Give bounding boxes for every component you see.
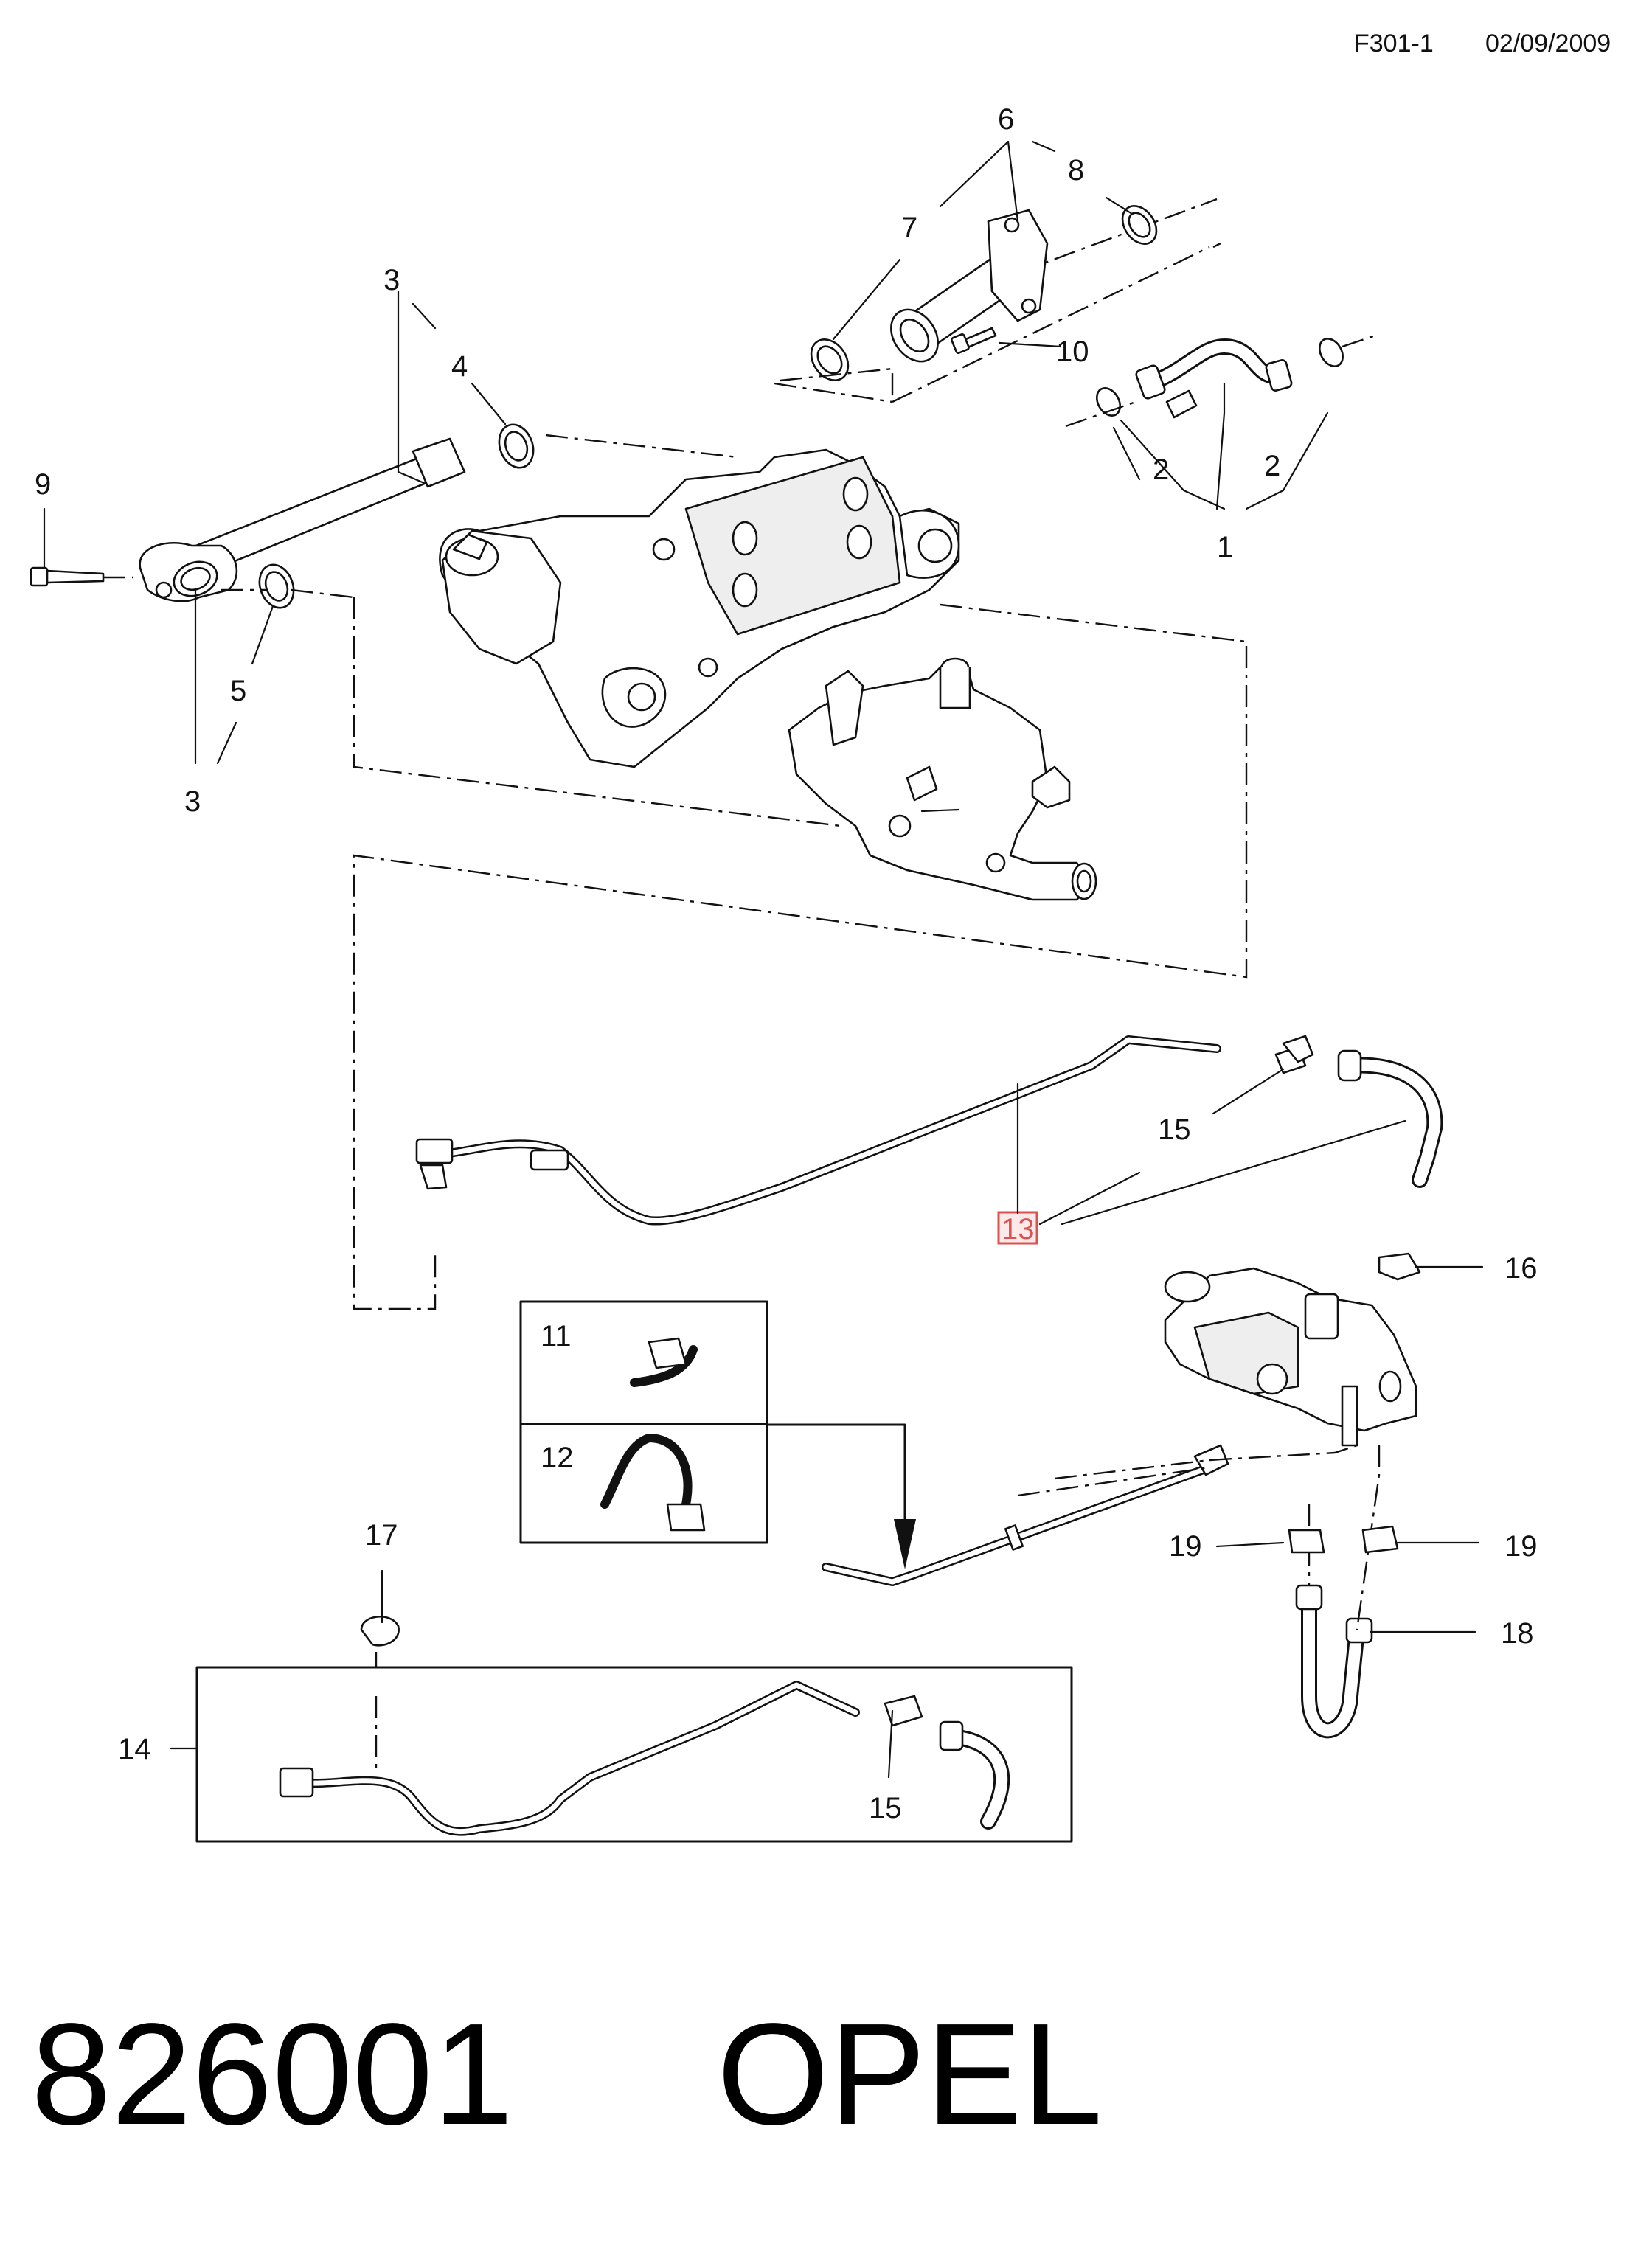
coolant-hose-1[interactable] [1135,338,1293,419]
callout-8[interactable]: 8 [1068,154,1084,187]
callout-14[interactable]: 14 [118,1733,151,1765]
callout-13-highlight[interactable] [997,1211,1038,1245]
hose-clip-19a[interactable] [1288,1529,1325,1554]
callout-13[interactable]: 13 [1002,1213,1035,1246]
seal-ring-5[interactable] [254,560,299,612]
callout-17[interactable]: 17 [365,1519,398,1552]
detail-inset-box [519,1300,768,1544]
thermostat-housing[interactable] [788,657,1097,901]
seal-ring-8[interactable] [1116,200,1164,251]
callout-15-top[interactable]: 15 [1158,1114,1191,1146]
callout-3-top[interactable]: 3 [384,264,400,296]
callout-15-bottom[interactable]: 15 [869,1792,902,1824]
callout-2-right[interactable]: 2 [1264,450,1280,482]
water-outlet-pipe[interactable] [774,198,1221,403]
callout-7[interactable]: 7 [901,212,917,244]
seal-ring-4[interactable] [493,420,539,472]
hose-detail-12[interactable] [600,1434,706,1532]
diagram-date: 02/09/2009 [1485,29,1611,58]
hose-assembly-13[interactable] [415,1035,1443,1226]
callout-19-left[interactable]: 19 [1169,1530,1202,1563]
leader-lines [43,140,1484,1779]
callout-6[interactable]: 6 [998,103,1014,136]
callout-18[interactable]: 18 [1501,1617,1534,1650]
clip-17[interactable] [360,1616,400,1647]
callout-12[interactable]: 12 [541,1442,574,1474]
clip-detail-11[interactable] [630,1337,698,1387]
coolant-pipe-3[interactable] [139,437,466,602]
brand-name: OPEL [717,1993,1103,2155]
hose-clip-15a[interactable] [1282,1035,1314,1063]
seal-ring-7[interactable] [804,333,856,387]
oil-cooler-housing[interactable] [439,448,960,768]
hose-clip-19b[interactable] [1361,1525,1399,1554]
callout-9[interactable]: 9 [35,468,51,501]
seal-ring-2b[interactable] [1315,335,1347,371]
valve-unit[interactable] [1164,1267,1417,1447]
hose-assembly-14-box[interactable] [195,1666,1073,1843]
bolt-9[interactable] [30,566,105,587]
hose-pipe-12[interactable] [822,1444,1229,1586]
seal-ring-2a[interactable] [1092,384,1125,420]
detail-pointer-arrow [894,1519,916,1569]
callout-2-left[interactable]: 2 [1153,454,1169,486]
part-number: 826001 [31,1993,513,2155]
callout-1[interactable]: 1 [1217,531,1233,563]
callout-4[interactable]: 4 [451,350,468,383]
callout-10[interactable]: 10 [1056,336,1089,368]
callout-19-right[interactable]: 19 [1504,1530,1538,1563]
callout-11[interactable]: 11 [541,1320,572,1352]
callout-5[interactable]: 5 [230,675,246,707]
callout-16[interactable]: 16 [1504,1252,1538,1285]
callout-3-bottom[interactable]: 3 [184,785,201,818]
hose-clip-16[interactable] [1378,1252,1421,1281]
bolt-10[interactable] [951,327,997,354]
hose-18[interactable] [1295,1584,1373,1739]
figure-code: F301-1 [1354,29,1434,58]
